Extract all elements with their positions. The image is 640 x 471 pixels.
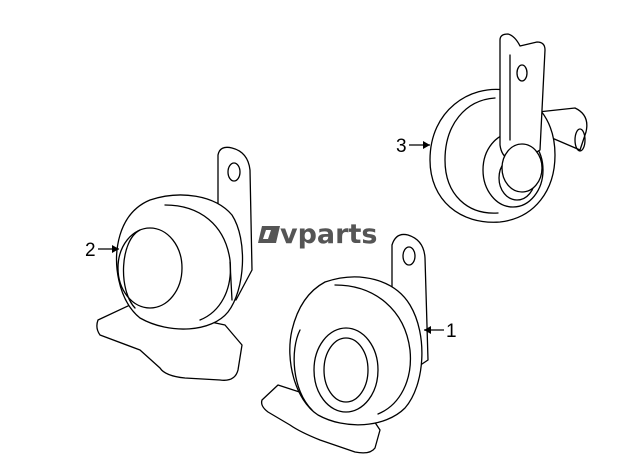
horn-1 [260, 233, 429, 454]
callout-1: 1 [424, 321, 457, 342]
brand-logo-mark [258, 226, 280, 243]
callout-1-label: 1 [446, 321, 457, 342]
watermark-brand: vparts [280, 219, 377, 250]
watermark: vparts [258, 219, 377, 250]
callout-3-label: 3 [396, 136, 407, 157]
horn-2 [96, 146, 253, 381]
horn-3 [429, 33, 588, 223]
callout-3: 3 [396, 136, 430, 157]
callout-2: 2 [85, 240, 119, 261]
callout-2-label: 2 [85, 240, 96, 261]
